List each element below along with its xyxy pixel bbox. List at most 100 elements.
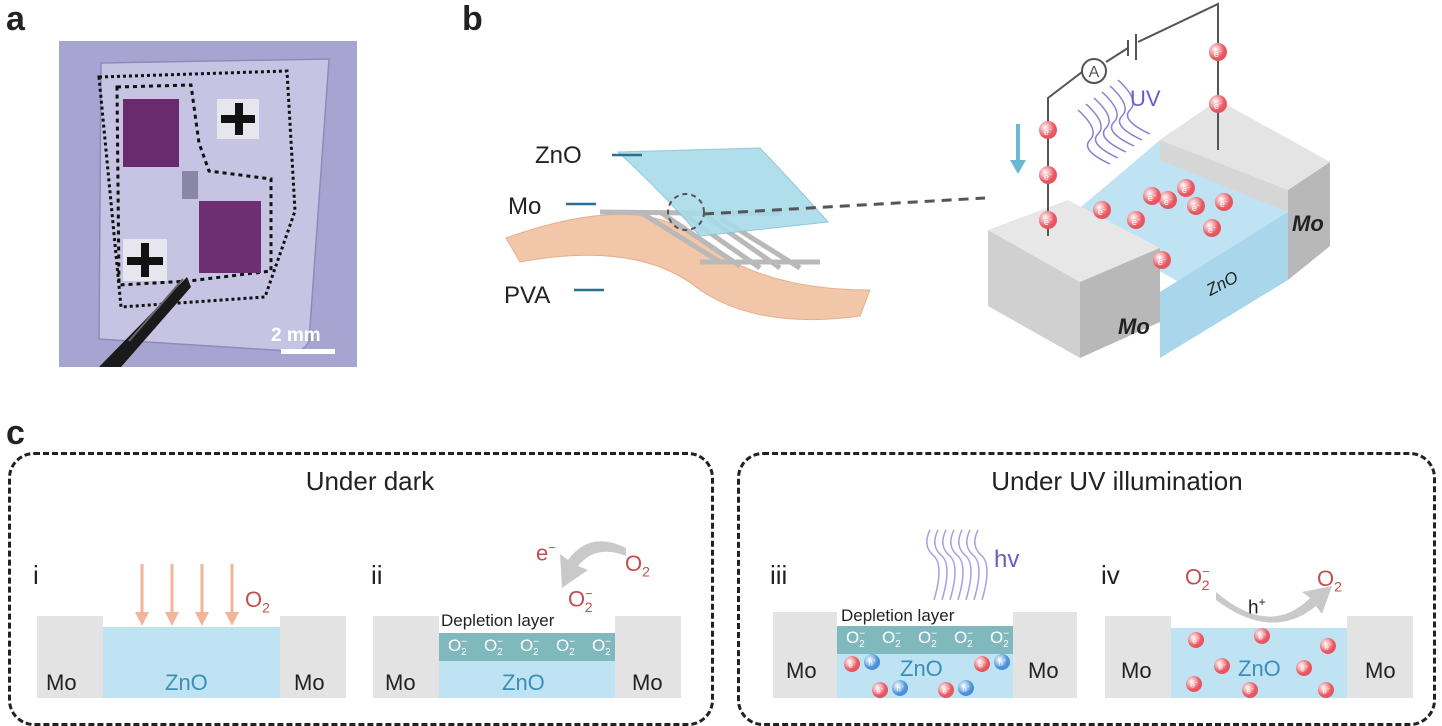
electron: e−: [844, 656, 860, 672]
layer-label-pva: PVA: [504, 282, 551, 309]
electron: e−: [1127, 211, 1145, 229]
device-photo: 2 mm: [59, 41, 357, 367]
o2-minus-ion: O−2: [846, 628, 866, 651]
uv-frame: [737, 452, 1436, 726]
mo-left-top: [988, 200, 1160, 282]
layer-label-mo: Mo: [508, 193, 542, 220]
circuit-wire: [1047, 71, 1083, 236]
dark-frame: [8, 452, 714, 726]
o2-minus-ion: O−2: [484, 636, 504, 659]
o2-minus-ion: O−2: [918, 628, 938, 651]
mo-block: [280, 616, 346, 698]
o2-minus-ion: O−2: [592, 636, 612, 659]
panel-b-drawing: A: [505, 2, 1330, 358]
uv-light-waves: [926, 529, 988, 601]
electron: e−: [1296, 660, 1312, 676]
panel-b-letter: b: [462, 0, 483, 38]
hv-label: hv: [994, 546, 1020, 573]
o2-minus-ion: O−2: [520, 636, 540, 659]
electron: e−: [1143, 187, 1161, 205]
electron: e−: [1209, 95, 1227, 113]
hole-label: h+: [1248, 595, 1266, 619]
oxygen-arrows: [135, 564, 239, 626]
dark-title: Under dark: [305, 466, 435, 496]
zno-label: ZnO: [900, 656, 943, 681]
device-photo-drawing: [97, 58, 330, 367]
zno-layer: [616, 147, 830, 237]
o2-minus-ion: O−2: [556, 636, 576, 659]
electron: e−: [1039, 121, 1057, 139]
o2-minus-label: O−2: [1185, 564, 1210, 593]
electron: e−: [1188, 632, 1204, 648]
sub-label-iv: iv: [1101, 560, 1120, 590]
o2-minus-label: O−2: [568, 586, 593, 615]
electron-label: e−: [536, 540, 556, 566]
zoom-circle: [667, 193, 705, 231]
zno-label: ZnO: [1238, 656, 1281, 681]
mo-label: Mo: [1028, 658, 1059, 683]
mo-block: [615, 616, 681, 698]
electron: e−: [1320, 638, 1336, 654]
electron: e−: [1209, 43, 1227, 61]
o2-label: O2: [1317, 566, 1342, 595]
o2-minus-ion: O−2: [448, 636, 468, 659]
mo-label: Mo: [1365, 658, 1396, 683]
hole: h+: [958, 680, 974, 696]
o2-label: O2: [625, 551, 650, 580]
zno-block: [439, 661, 615, 698]
mo-block-right-label: Mo: [1292, 211, 1324, 236]
electron: e−: [1203, 219, 1221, 237]
ammeter-label: A: [1089, 64, 1100, 81]
o2-minus-ion: O−2: [990, 628, 1010, 651]
mo-label: Mo: [46, 670, 77, 695]
electron: e−: [1159, 191, 1177, 209]
hole: h+: [994, 654, 1010, 670]
mo-label: Mo: [786, 658, 817, 683]
uv-waves: [1077, 79, 1151, 165]
mo-block: [1013, 612, 1077, 698]
depletion-layer: [837, 626, 1013, 654]
hole: h+: [864, 654, 880, 670]
mo-label: Mo: [385, 670, 416, 695]
hole: h+: [892, 680, 908, 696]
uv-title: Under UV illumination: [991, 466, 1243, 496]
mo-label: Mo: [294, 670, 325, 695]
electron: e−: [1215, 193, 1233, 211]
electron: e−: [1254, 628, 1270, 644]
mo-block: [37, 616, 103, 698]
electron: e−: [1242, 682, 1258, 698]
uv-label: UV: [1130, 86, 1161, 111]
zoom-connector: [703, 196, 986, 216]
electron: e−: [1093, 201, 1111, 219]
zno-block: [103, 627, 280, 698]
mo-block-left-label: Mo: [1118, 314, 1150, 339]
depletion-layer: [439, 633, 615, 661]
scale-bar: [281, 349, 335, 354]
zno-label: ZnO: [502, 670, 545, 695]
mo-block: [1347, 616, 1413, 698]
electron: e−: [1186, 676, 1202, 692]
mo-block: [373, 616, 439, 698]
panel-c-letter: c: [6, 414, 25, 452]
electron: e−: [1039, 166, 1057, 184]
sub-label-iii: iii: [770, 560, 788, 590]
sub-label-i: i: [33, 560, 39, 590]
depletion-label: Depletion layer: [441, 611, 555, 630]
zno-label: ZnO: [165, 670, 208, 695]
panel-a-letter: a: [6, 0, 25, 38]
o2-label: O2: [245, 587, 270, 616]
o2-minus-ion: O−2: [882, 628, 902, 651]
electron: e−: [872, 682, 888, 698]
o2-minus-ion: O−2: [954, 628, 974, 651]
scale-bar-label: 2 mm: [271, 325, 321, 346]
ammeter: [1081, 58, 1107, 84]
electron: e−: [1039, 211, 1057, 229]
curved-arrow: [1216, 586, 1332, 623]
sub-label-ii: ii: [371, 560, 383, 590]
electron: e−: [1153, 251, 1171, 269]
layer-label-zno: ZnO: [535, 142, 582, 169]
mo-block: [1105, 616, 1171, 698]
mo-block: [773, 612, 837, 698]
electron: e−: [1177, 179, 1195, 197]
electron: e−: [1214, 658, 1230, 674]
